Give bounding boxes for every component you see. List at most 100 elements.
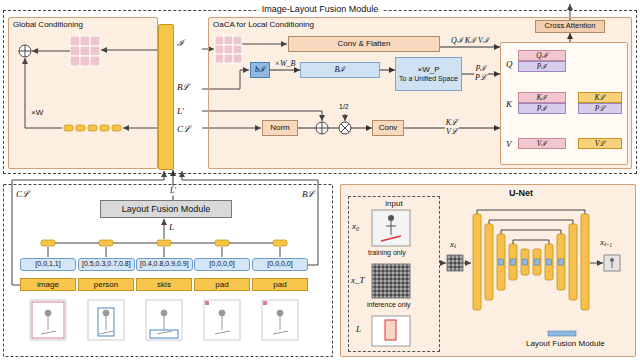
token-capsules	[88, 125, 97, 131]
unet-fusion-marks	[535, 259, 540, 265]
node-sublabel: V	[506, 139, 512, 149]
thumbnails	[157, 316, 172, 334]
layout-capsules	[41, 240, 55, 246]
thumbnails	[98, 308, 114, 336]
input-images	[388, 215, 394, 221]
token-bar: Vℒ	[578, 138, 622, 149]
unet-fusion-marks	[548, 331, 576, 336]
connector	[380, 70, 395, 71]
feature-grid	[233, 54, 242, 63]
token-name: image	[20, 278, 76, 291]
add-operator	[316, 122, 328, 134]
node-sublabel: K	[506, 99, 512, 109]
annotation: Layout Fusion Module	[526, 340, 605, 349]
signal-wires	[164, 219, 165, 239]
node-sublabel: Bℒ	[177, 82, 190, 92]
unet-blocks	[485, 224, 493, 300]
feature-grid	[90, 56, 100, 66]
node-label: Image-Layout Fusion Module	[259, 4, 382, 14]
edge-label: ×W_B	[274, 60, 297, 69]
feature-grid	[215, 54, 224, 63]
token-capsules	[100, 125, 109, 131]
token-capsules	[64, 125, 73, 131]
edge-label: Pℐ Pℒ	[474, 65, 488, 83]
thumbnails	[45, 310, 51, 316]
node-label: person	[94, 280, 118, 289]
token-strip	[158, 24, 174, 170]
unet-blocks	[521, 249, 529, 275]
layout-capsules	[215, 240, 229, 246]
panel-fills	[500, 42, 628, 165]
bbox-coords: [0,0,0,0]	[252, 258, 308, 271]
global-panel: Global Conditioning	[8, 17, 158, 169]
feature-grid	[215, 45, 224, 54]
annotation: training only	[368, 249, 406, 257]
input-images	[372, 316, 410, 346]
token-name: pad	[194, 278, 250, 291]
annotation: inference only	[367, 301, 411, 309]
bbox-coords: [0.4,0.8,0.9,0.9]	[136, 258, 193, 271]
attention-box: Cross Attention	[535, 20, 605, 33]
unet-panel: U-Net input	[340, 184, 636, 357]
annotation: Bℒ	[302, 190, 315, 200]
unet-fusion-marks	[499, 259, 577, 336]
feature-grid	[215, 36, 224, 45]
node-label: pad	[273, 280, 286, 289]
unet-fusion-marks	[559, 259, 564, 265]
token-bar: Qℐ	[518, 50, 566, 61]
feature-grid	[80, 36, 90, 46]
unet-blocks	[497, 234, 505, 290]
bbox-coords: [0,0,0,0]	[194, 258, 250, 271]
token-bar: ℐBℒL'Cℒ	[158, 24, 206, 170]
layout-capsules	[99, 240, 113, 246]
node-label: U-Net	[509, 188, 533, 198]
node-label: image	[37, 280, 59, 289]
token-name: skis	[136, 278, 192, 291]
signal-wires	[202, 128, 261, 129]
annotation: ×W	[31, 109, 43, 118]
node-label: pad	[215, 280, 228, 289]
input-images	[372, 210, 620, 346]
signal-wires	[590, 263, 603, 264]
node-label: [0,0,1,1]	[35, 260, 60, 268]
multiply-operator	[341, 124, 349, 132]
signal-wires	[123, 128, 158, 129]
thumbnails	[30, 300, 298, 340]
unet-blocks	[473, 214, 481, 310]
fusion-box: Layout Fusion Module	[100, 200, 232, 218]
oaca-panel: OaCA for Local ConditioningConv & Flatte…	[208, 17, 632, 169]
feature-grid	[70, 46, 80, 56]
feature-grid	[90, 36, 100, 46]
token-bar: Pℒ	[578, 103, 622, 114]
input-images	[372, 264, 410, 298]
annotation: 1/2	[339, 103, 349, 111]
thumbnails	[262, 300, 298, 340]
connector	[298, 128, 372, 129]
input-images	[610, 258, 614, 262]
feature-grid	[224, 45, 233, 54]
conv-box: Conv & Flatten	[288, 36, 440, 52]
node-sublabel: To a Unified Space	[399, 75, 458, 83]
annotation: xₜ	[450, 240, 456, 250]
panel-fills	[8, 17, 636, 357]
feature-grid	[233, 45, 242, 54]
input-box: input	[348, 196, 440, 352]
input-images	[381, 236, 401, 241]
annotation: L	[356, 325, 361, 335]
thumbnails	[88, 300, 124, 340]
annotation: xₜ₋₁	[600, 238, 612, 248]
unet-blocks	[473, 214, 589, 310]
thumbnails	[99, 316, 114, 334]
thumbnails	[161, 310, 167, 316]
thumbnails	[41, 310, 288, 334]
node-label: Q	[506, 59, 513, 69]
annotation: x₀	[352, 222, 359, 232]
token-bar: Kℒ	[578, 92, 622, 103]
projection-box: ×W_PTo a Unified Space	[395, 57, 462, 91]
node-label: OaCA for Local Conditioning	[213, 20, 314, 29]
annotation: Cℒ	[16, 190, 29, 200]
connector	[270, 70, 300, 71]
node-sublabel: Cℒ	[177, 124, 190, 134]
node-label: skis	[157, 280, 171, 289]
thumbnails	[205, 301, 209, 305]
